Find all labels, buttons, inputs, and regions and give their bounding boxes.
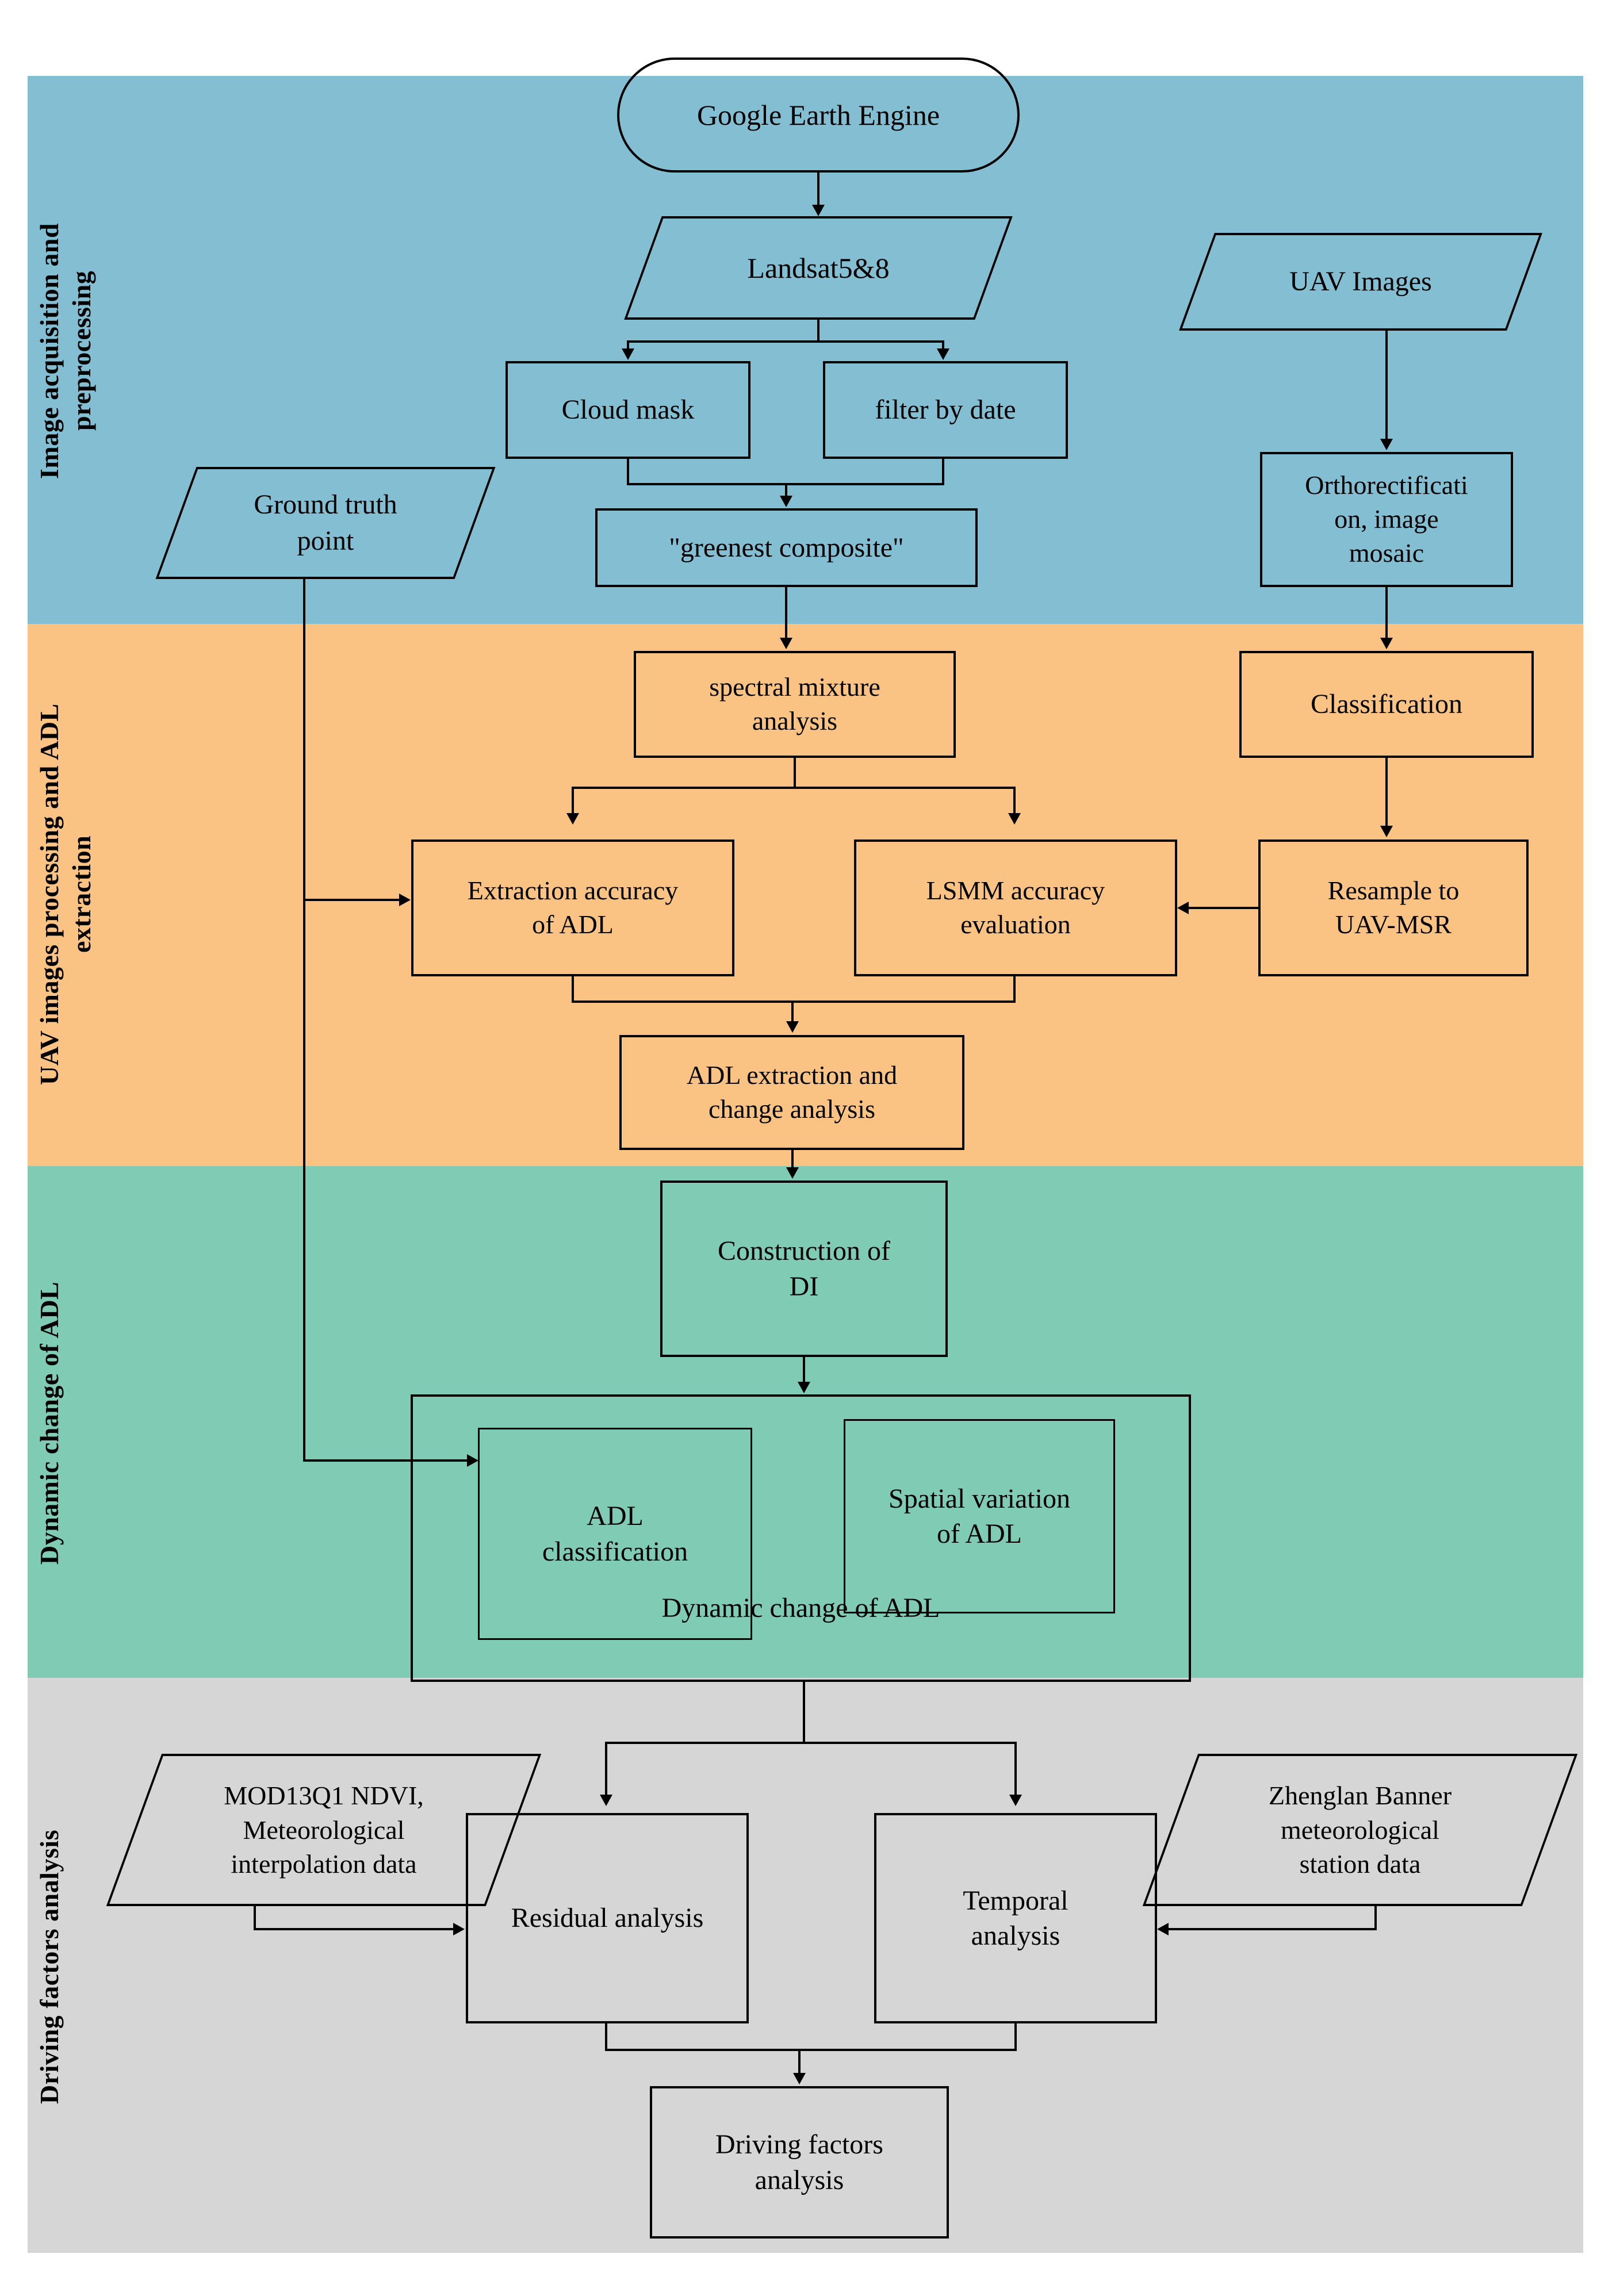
edge-classification-to-resample [1385,758,1388,827]
band-dynamic-change [28,1166,1583,1678]
edge-landsat-bus [627,340,944,343]
node-adl-classification[interactable]: ADL classification [478,1428,752,1640]
band-label-image-acquisition: Image acquisition and preprocessing [35,223,97,479]
node-driving-factors-analysis[interactable]: Driving factors analysis [650,2086,949,2238]
arrowhead-to-classification [1380,638,1393,649]
arrowhead-to-lsmm-top [1008,813,1021,825]
edge-cloudmask-drop [627,459,629,485]
node-ground-truth-point[interactable]: Ground truth point [155,467,496,579]
edge-spectral-left-drop [572,787,574,815]
arrowhead-to-residual-analysis [600,1795,612,1806]
edge-groundtruth-vertical [303,579,305,1462]
node-orthorectification[interactable]: Orthorectificati on, image mosaic [1260,452,1513,587]
band-label-driving-factors: Driving factors analysis [35,1829,64,2104]
arrowhead-to-driving-factors [793,2073,806,2084]
edge-residual-drop [605,2023,607,2051]
arrowhead-to-greenest-composite [780,496,792,507]
node-cloud-mask[interactable]: Cloud mask [505,361,750,459]
edge-merge-stem-driving [798,2049,801,2074]
node-adl-extraction[interactable]: ADL extraction and change analysis [619,1035,964,1150]
group-caption-dynamic-change: Dynamic change of ADL [661,1593,940,1623]
edge-gee-to-landsat [817,173,819,206]
arrowhead-to-construction-di [786,1167,799,1179]
node-greenest-composite[interactable]: "greenest composite" [595,508,978,587]
band-label-dynamic-change: Dynamic change of ADL [35,1281,64,1565]
arrowhead-to-extraction-accuracy [566,813,579,825]
arrowhead-to-orthorectification [1380,439,1393,450]
arrowhead-mod13q1-to-residual [453,1923,465,1935]
band-image-acquisition [28,76,1583,624]
edge-resample-to-lsmm [1188,907,1259,909]
group-dynamic-change-of-adl: Dynamic change of ADL [411,1394,1191,1682]
node-resample-uav-msr[interactable]: Resample to UAV-MSR [1258,840,1529,976]
edge-landsat-left-drop [627,340,629,351]
node-landsat[interactable]: Landsat5&8 [624,216,1013,320]
node-classification[interactable]: Classification [1239,651,1534,758]
node-construction-di[interactable]: Construction of DI [660,1180,948,1357]
node-spectral-mixture[interactable]: spectral mixture analysis [634,651,956,758]
arrowhead-gee-to-landsat [812,205,825,216]
edge-dynamic-group-stem [803,1682,805,1744]
edge-merge-stem-composite [785,483,787,497]
edge-ortho-to-classification [1385,587,1388,639]
edge-adl-to-di [791,1150,794,1168]
node-zhenglan-banner[interactable]: Zhenglan Banner meteorological station d… [1142,1754,1578,1906]
band-driving-factors [28,1678,1583,2253]
node-uav-images[interactable]: UAV Images [1179,233,1542,331]
arrowhead-to-filter-by-date [937,348,949,360]
edge-dynamic-right-drop [1014,1742,1017,1797]
edge-merge-bus-driving [605,2049,1017,2051]
node-google-earth-engine[interactable]: Google Earth Engine [617,58,1020,173]
edge-extraction-drop [572,976,574,1003]
edge-landsat-stem [817,320,819,342]
edge-spectral-stem [794,758,796,789]
edge-lsmm-drop [1013,976,1016,1003]
edge-dynamic-left-drop [605,1742,607,1797]
arrowhead-to-resample [1380,826,1393,837]
arrowhead-to-adl-extraction [786,1021,799,1033]
edge-zhenglan-to-temporal [1167,1928,1377,1930]
arrowhead-zhenglan-to-temporal [1157,1923,1169,1935]
edge-merge-stem-adl [791,1001,794,1022]
arrowhead-groundtruth-to-adl-classification [467,1454,478,1467]
arrowhead-to-cloud-mask [622,348,634,360]
edge-di-to-dynamic-group [803,1357,805,1383]
edge-groundtruth-to-adl-classification [303,1459,469,1462]
edge-merge-bus-adl [572,1001,1016,1003]
node-extraction-accuracy[interactable]: Extraction accuracy of ADL [411,840,734,976]
node-filter-by-date[interactable]: filter by date [823,361,1068,459]
arrowhead-to-temporal-analysis [1009,1795,1022,1806]
edge-landsat-right-drop [942,340,944,351]
node-lsmm-accuracy[interactable]: LSMM accuracy evaluation [854,840,1177,976]
edge-spectral-right-drop [1013,787,1016,815]
edge-mod13q1-drop [254,1905,256,1930]
node-spatial-variation[interactable]: Spatial variation of ADL [844,1419,1115,1613]
band-uav-processing [28,624,1583,1166]
edge-temporal-drop [1014,2023,1017,2051]
edge-groundtruth-to-extraction [303,899,401,901]
edge-mod13q1-to-residual [254,1928,455,1930]
edge-filter-drop [942,459,944,485]
arrowhead-to-dynamic-group [798,1382,810,1393]
band-label-uav-processing: UAV images processing and ADL extraction [35,703,97,1085]
edge-zhenglan-drop [1374,1905,1377,1930]
node-residual-analysis[interactable]: Residual analysis [466,1813,749,2023]
edge-dynamic-group-bus [605,1742,1014,1744]
arrowhead-to-lsmm [1177,902,1189,914]
node-temporal-analysis[interactable]: Temporal analysis [874,1813,1157,2023]
arrowhead-groundtruth-to-extraction [399,894,411,906]
arrowhead-to-spectral-mixture [780,638,792,649]
edge-spectral-bus [572,787,1016,789]
node-mod13q1-ndvi[interactable]: MOD13Q1 NDVI, Meteorological interpolati… [106,1754,542,1906]
edge-composite-to-spectral [785,587,787,639]
edge-uav-to-ortho [1385,331,1388,440]
